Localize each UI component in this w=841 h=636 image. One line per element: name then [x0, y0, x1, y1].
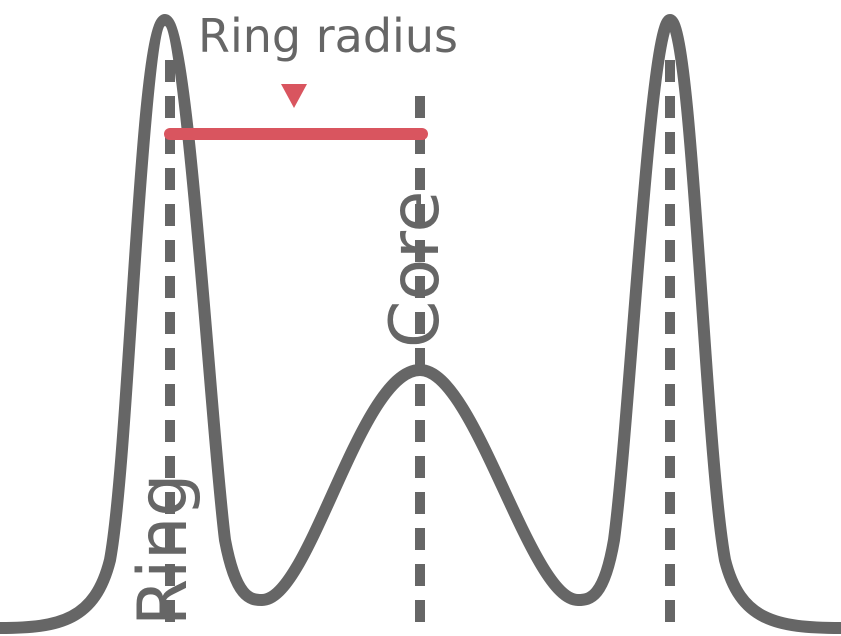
ring-radius-label: Ring radius: [198, 9, 458, 63]
ring-label: Ring: [124, 474, 203, 626]
core-label: Core: [376, 191, 455, 348]
ring-radius-marker-icon: [281, 84, 307, 108]
